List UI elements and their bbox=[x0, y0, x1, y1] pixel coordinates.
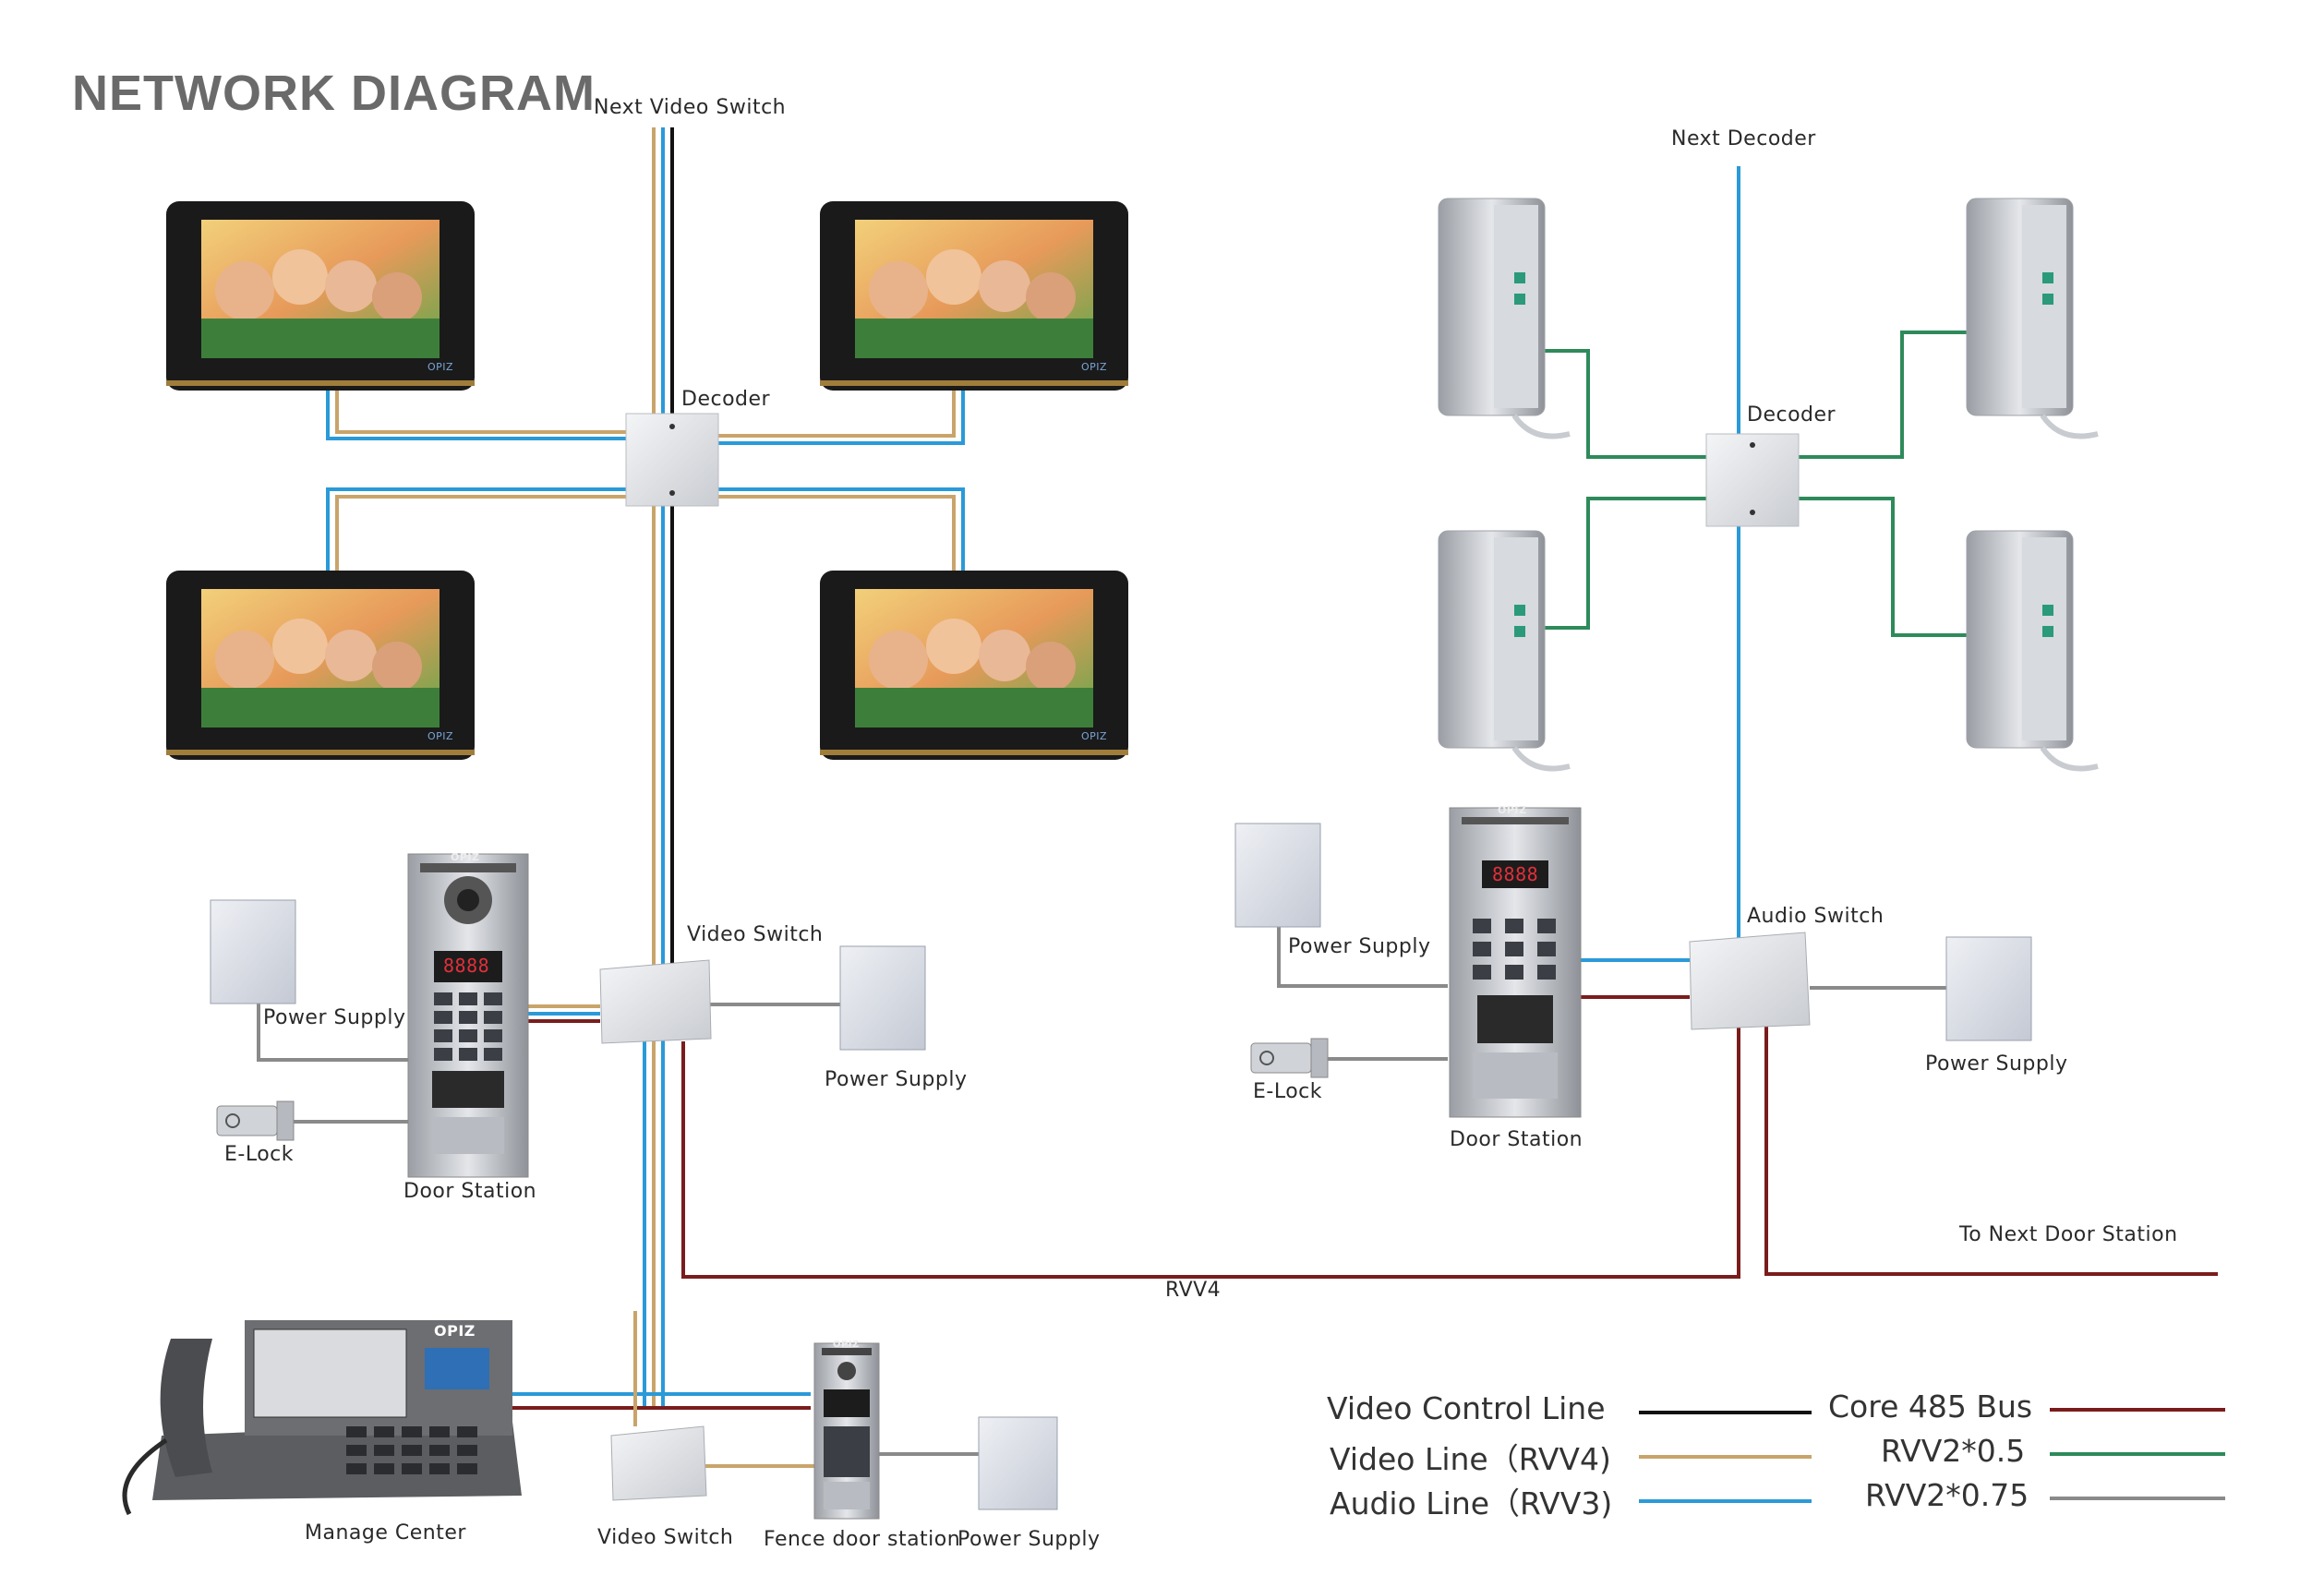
label-next-decoder: Next Decoder bbox=[1671, 127, 1816, 150]
manage-center bbox=[122, 1320, 522, 1516]
label-decoder-right: Decoder bbox=[1747, 403, 1836, 427]
power-supply-mid bbox=[839, 945, 926, 1051]
legend-rvv2-05: RVV2*0.5 bbox=[1881, 1433, 2026, 1469]
label-manage-center: Manage Center bbox=[305, 1521, 466, 1545]
monitor-2 bbox=[820, 201, 1128, 391]
label-to-next-door-station: To Next Door Station bbox=[1959, 1223, 2178, 1246]
audio-switch bbox=[1689, 932, 1811, 1030]
handset-4 bbox=[1966, 530, 2099, 772]
legend-rvv2-075: RVV2*0.75 bbox=[1865, 1477, 2029, 1513]
handset-1 bbox=[1438, 198, 1571, 439]
legend-video-line: Video Line（RVV4) bbox=[1330, 1441, 1611, 1477]
brand-monitor-2: OPIZ bbox=[1081, 361, 1108, 373]
elock-left bbox=[216, 1100, 295, 1141]
label-video-switch-bottom: Video Switch bbox=[597, 1526, 734, 1549]
label-fence-door-station: Fence door station bbox=[764, 1528, 961, 1551]
door-station-left bbox=[407, 853, 529, 1178]
label-decoder-left: Decoder bbox=[681, 388, 771, 411]
brand-door-station-right: OPIZ bbox=[1498, 804, 1527, 816]
label-door-station-left: Door Station bbox=[403, 1180, 537, 1203]
video-switch-bottom bbox=[610, 1425, 707, 1501]
label-power-supply-right: Power Supply bbox=[1925, 1052, 2068, 1076]
label-rvv4: RVV4 bbox=[1165, 1279, 1222, 1302]
power-supply-right bbox=[1945, 936, 2032, 1041]
brand-monitor-1: OPIZ bbox=[427, 361, 454, 373]
video-switch-main bbox=[599, 959, 712, 1044]
monitor-4 bbox=[820, 571, 1128, 760]
brand-fence-door-station: OPIZ bbox=[833, 1340, 860, 1350]
legend-video-control-line: Video Control Line bbox=[1327, 1390, 1606, 1426]
label-elock-right: E-Lock bbox=[1253, 1080, 1323, 1103]
label-elock-left: E-Lock bbox=[224, 1143, 295, 1166]
decoder-right bbox=[1705, 433, 1800, 527]
page-title: NETWORK DIAGRAM bbox=[72, 66, 596, 121]
label-next-video-switch: Next Video Switch bbox=[594, 96, 787, 119]
legend-core-485-bus: Core 485 Bus bbox=[1828, 1389, 2033, 1425]
display-door-station-right: 8888 bbox=[1492, 863, 1539, 885]
brand-manage-center: OPIZ bbox=[434, 1322, 476, 1340]
handset-3 bbox=[1438, 530, 1571, 772]
legend-audio-line: Audio Line（RVV3) bbox=[1330, 1485, 1613, 1521]
handset-2 bbox=[1966, 198, 2099, 439]
door-station-right bbox=[1449, 807, 1582, 1118]
label-power-supply-fence: Power Supply bbox=[957, 1528, 1101, 1551]
elock-right bbox=[1250, 1038, 1329, 1078]
brand-door-station-left: OPIZ bbox=[451, 851, 480, 863]
label-power-supply-right-door: Power Supply bbox=[1288, 935, 1431, 958]
power-supply-fence bbox=[978, 1416, 1058, 1510]
power-supply-right-door bbox=[1234, 823, 1321, 928]
label-video-switch-main: Video Switch bbox=[687, 923, 824, 946]
label-power-supply-mid: Power Supply bbox=[825, 1068, 968, 1091]
fence-door-station bbox=[813, 1342, 880, 1520]
display-door-station-left: 8888 bbox=[443, 955, 490, 977]
power-supply-left bbox=[210, 899, 296, 1004]
brand-monitor-3: OPIZ bbox=[427, 730, 454, 742]
label-power-supply-left: Power Supply bbox=[263, 1006, 406, 1029]
label-door-station-right: Door Station bbox=[1450, 1128, 1583, 1151]
monitor-3 bbox=[166, 571, 475, 760]
monitor-1 bbox=[166, 201, 475, 391]
brand-monitor-4: OPIZ bbox=[1081, 730, 1108, 742]
label-audio-switch: Audio Switch bbox=[1747, 905, 1884, 928]
decoder-left bbox=[625, 413, 719, 507]
